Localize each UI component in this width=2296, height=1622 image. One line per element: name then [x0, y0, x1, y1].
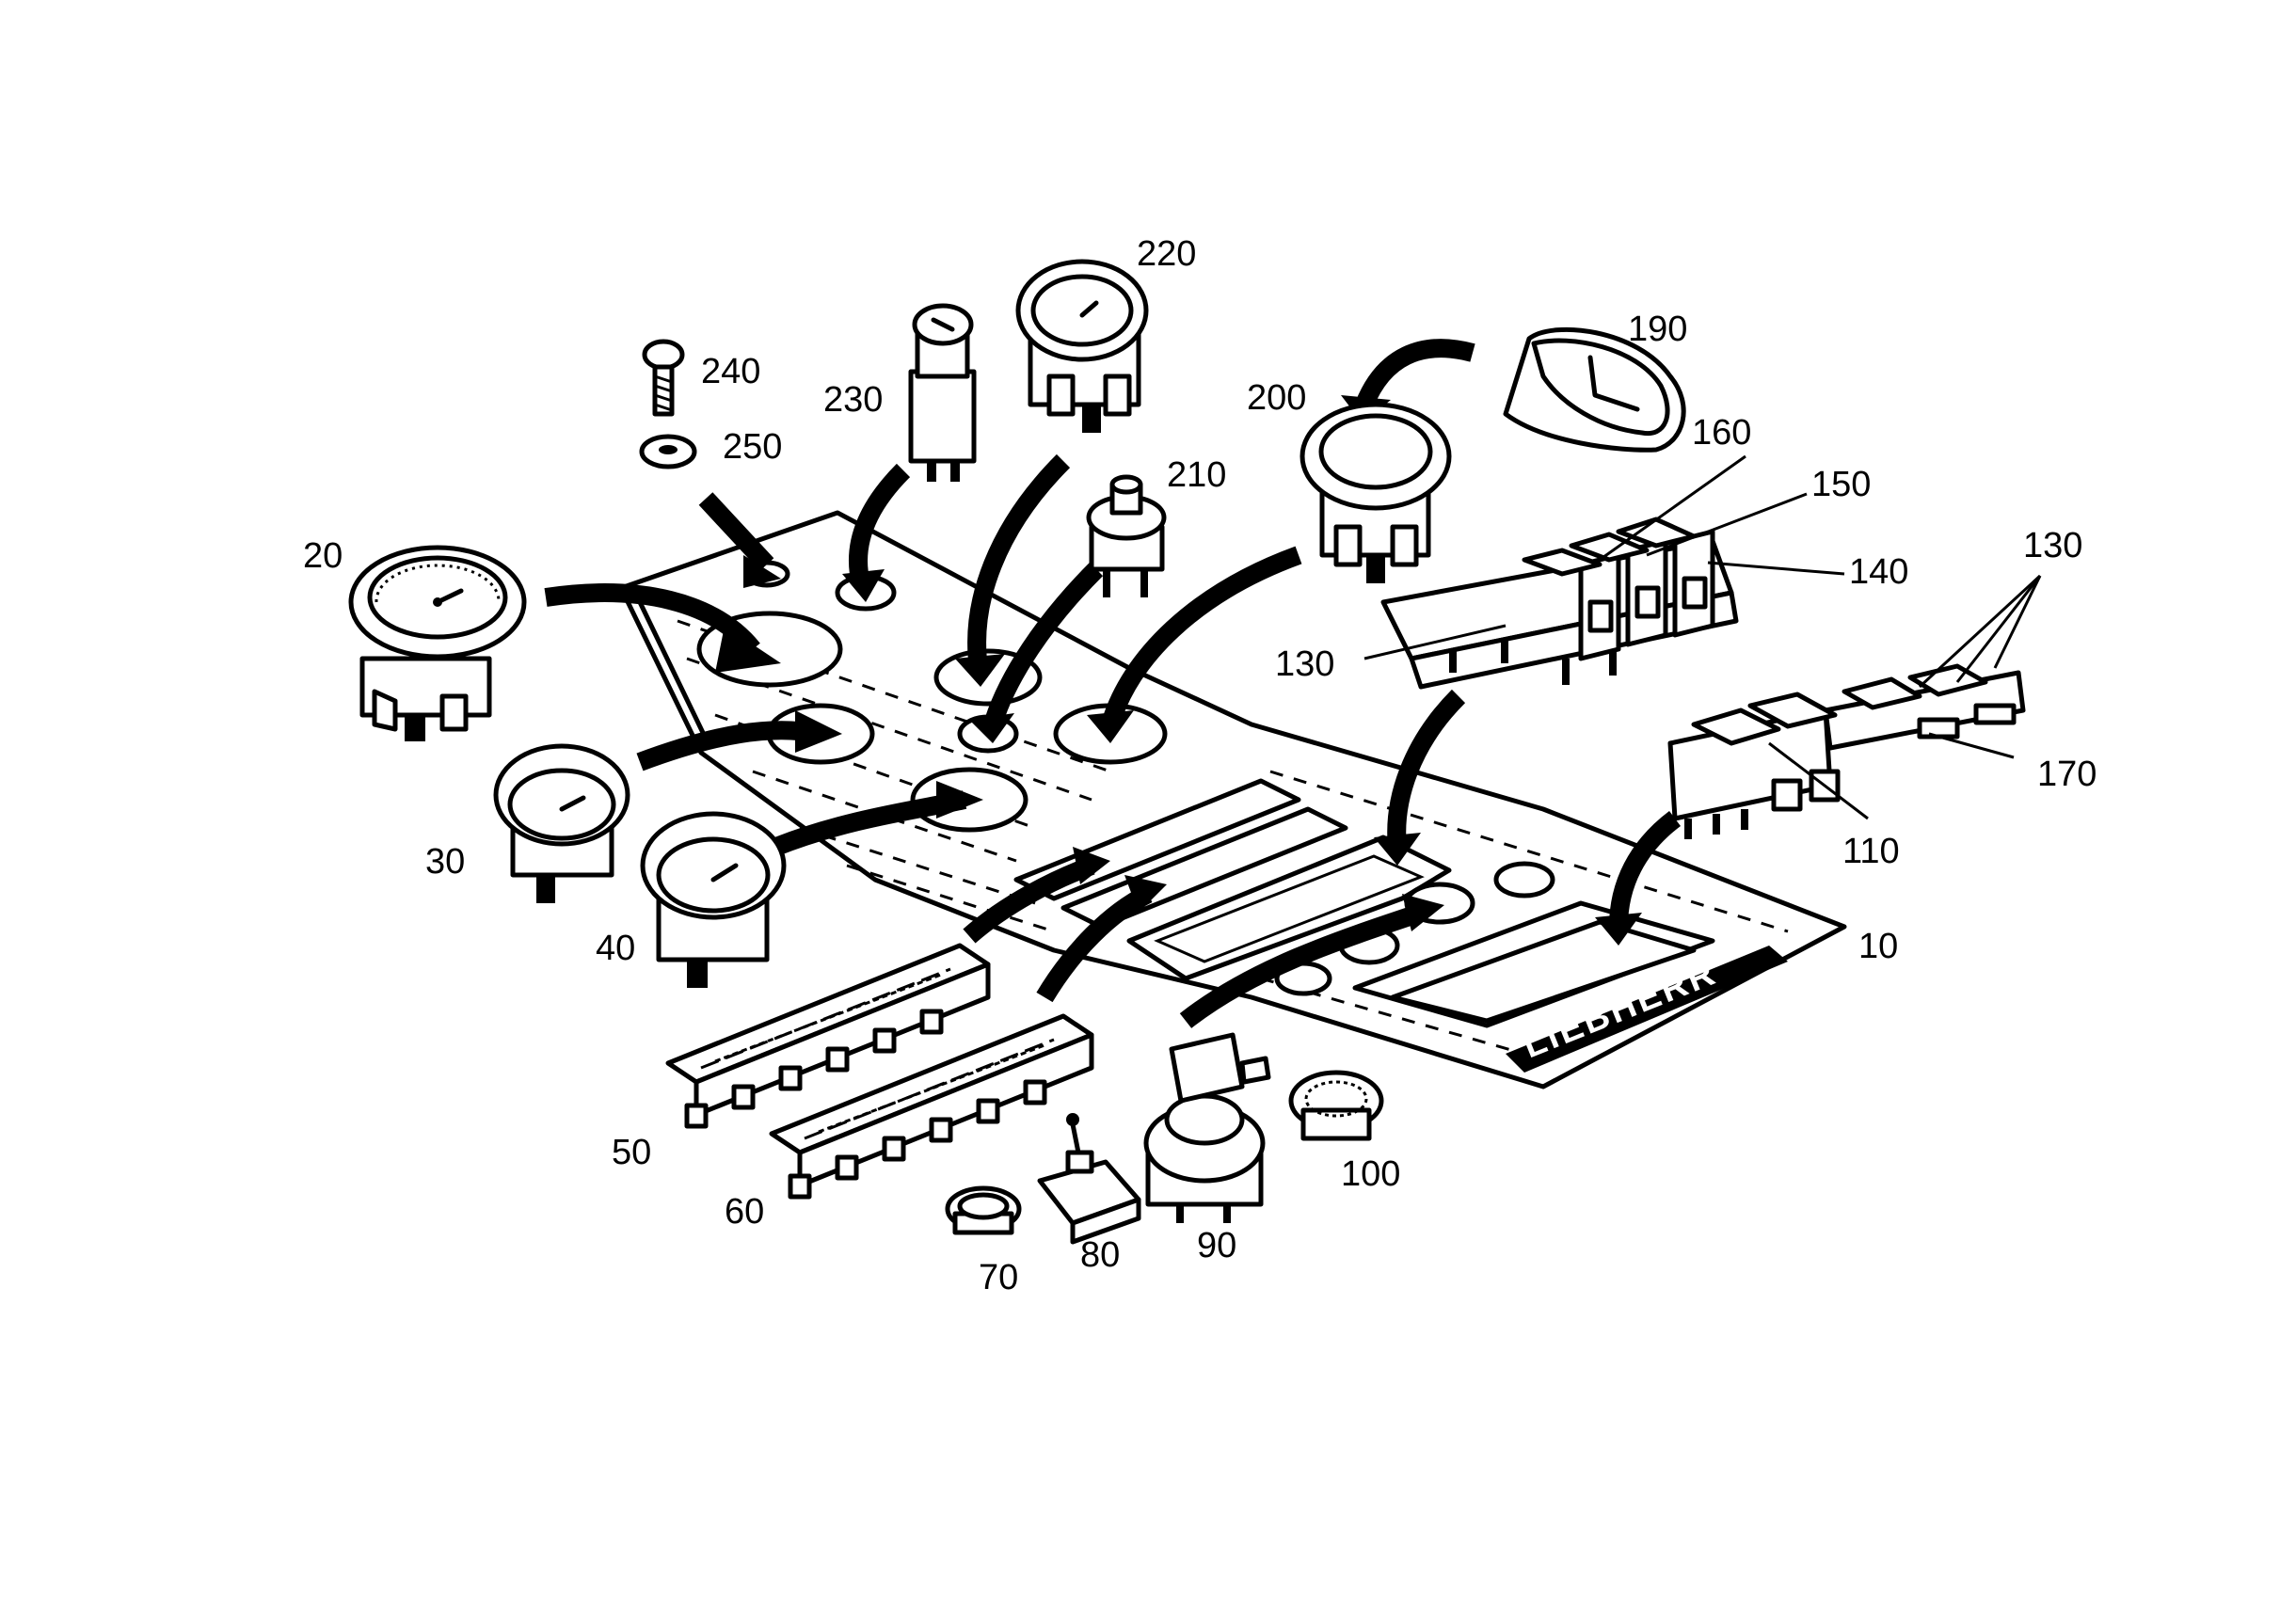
- panel-logo-plate: [1506, 946, 1788, 1073]
- plug-70: [945, 1185, 1022, 1235]
- assembly-arrows: [544, 339, 1682, 1028]
- callout-220: 220: [1137, 234, 1196, 274]
- gauge-40: [640, 811, 787, 988]
- callout-50: 50: [612, 1133, 651, 1172]
- gauge-30: [493, 743, 630, 903]
- callout-10: 10: [1858, 927, 1898, 966]
- callout-60: 60: [725, 1192, 764, 1232]
- callout-110: 110: [1842, 832, 1900, 871]
- screw-240: [642, 339, 685, 417]
- callout-130-left: 130: [1275, 644, 1334, 684]
- callout-250: 250: [723, 427, 782, 467]
- callout-labels: 10 20 30 40 50 60 70 80 90 100 110 130 1…: [303, 234, 2097, 1297]
- callout-70: 70: [979, 1258, 1018, 1297]
- ignition-switch-90: [1143, 1032, 1271, 1223]
- callout-80: 80: [1080, 1235, 1120, 1275]
- gauge-220: [1015, 259, 1149, 433]
- rocker-switch-group-upper: [1380, 517, 1739, 690]
- callout-190: 190: [1628, 310, 1687, 349]
- callout-160: 160: [1692, 413, 1751, 453]
- gauge-200: [1299, 402, 1452, 583]
- toggle-switch-80: [1037, 1113, 1141, 1245]
- switch-210: [1086, 474, 1167, 597]
- switch-230: [908, 303, 977, 482]
- lamp-100: [1288, 1070, 1384, 1141]
- callout-240: 240: [701, 352, 760, 391]
- callout-30: 30: [425, 842, 465, 882]
- callout-210: 210: [1167, 455, 1226, 495]
- rocker-switch-group-right: [1667, 663, 2026, 839]
- dashboard-panel: LIEBHERR: [618, 510, 1847, 1089]
- cover-190: [1503, 326, 1686, 453]
- switch-bank-60: [769, 1013, 1094, 1200]
- callout-170: 170: [2037, 755, 2097, 794]
- callout-20: 20: [303, 536, 343, 576]
- callout-100: 100: [1341, 1154, 1400, 1194]
- callout-130-right: 130: [2023, 526, 2082, 565]
- callout-90: 90: [1197, 1226, 1236, 1265]
- callout-150: 150: [1811, 465, 1871, 504]
- switch-bank-50: [665, 943, 991, 1129]
- callout-230: 230: [823, 380, 883, 420]
- callout-40: 40: [596, 929, 635, 968]
- callout-200: 200: [1247, 378, 1306, 418]
- leader-lines: [1363, 454, 2042, 820]
- callout-140: 140: [1849, 552, 1908, 592]
- washer-250: [639, 434, 697, 469]
- gauge-20: [348, 545, 527, 741]
